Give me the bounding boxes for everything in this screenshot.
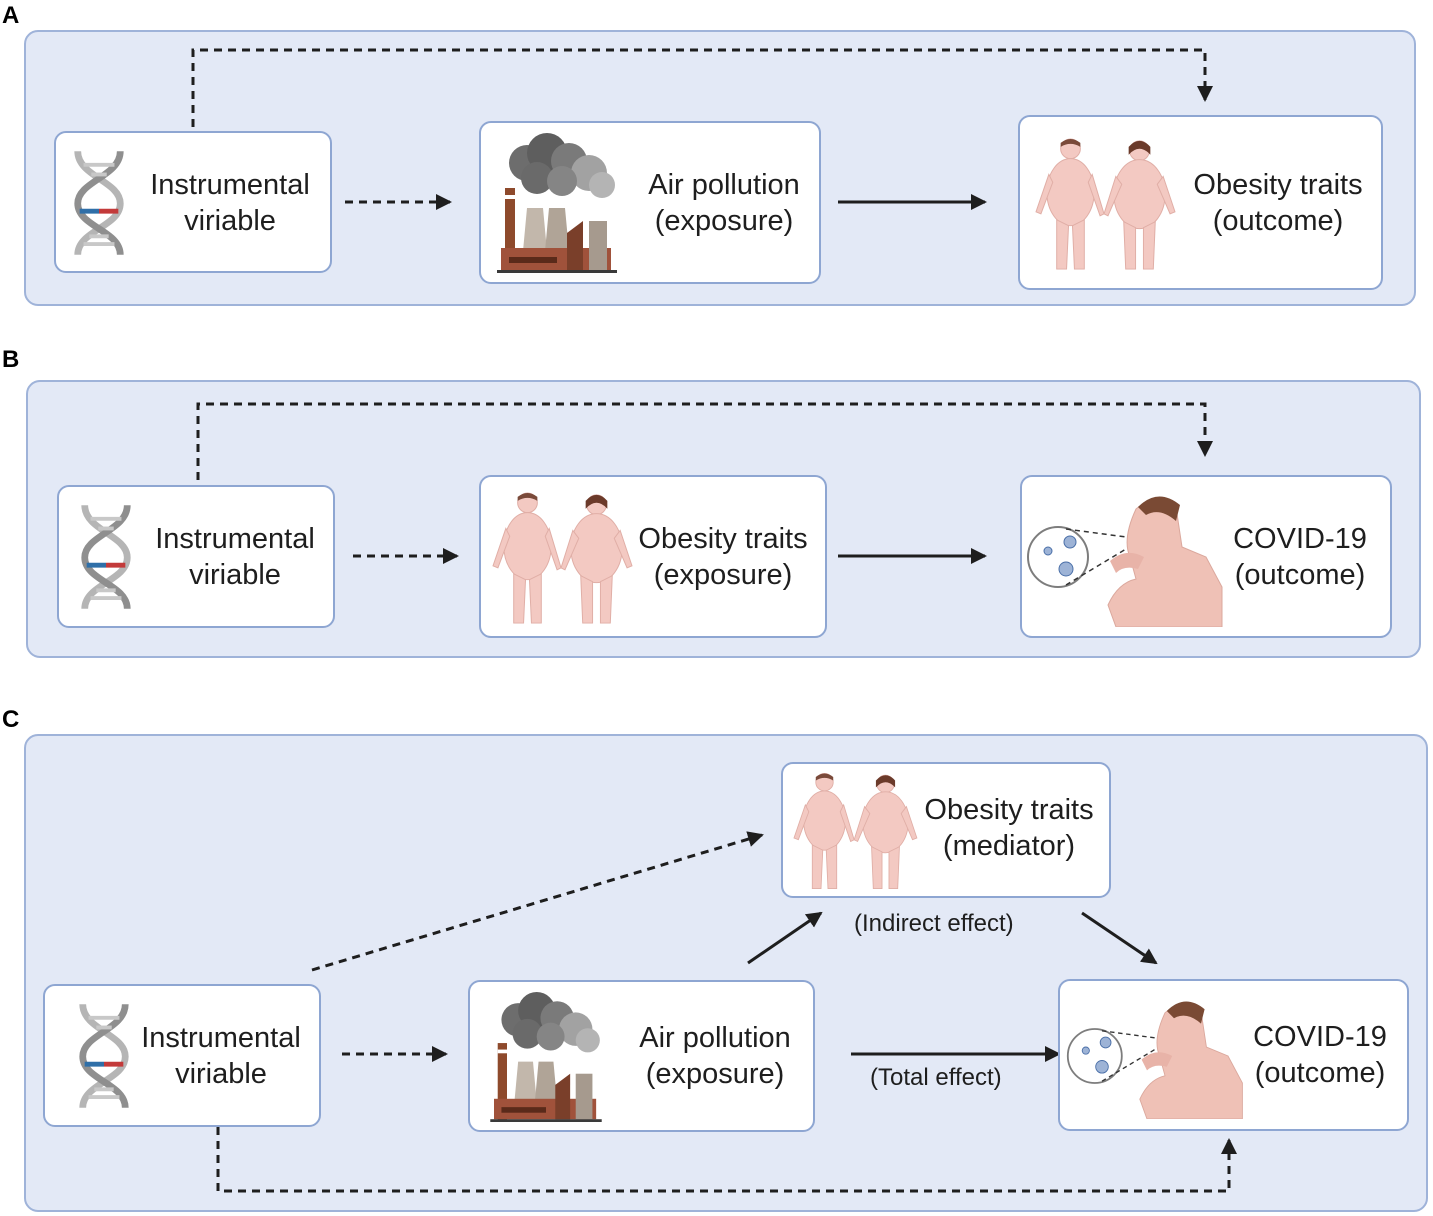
factory-smoke-icon: [497, 133, 617, 273]
arrow-b-iv-outcome-dashed: [196, 402, 1213, 480]
node-b-obesity-exposure-label: Obesity traits(exposure): [638, 523, 808, 591]
node-a-air-pollution-label: Air pollution(exposure): [648, 169, 800, 237]
panel-c: [24, 734, 1428, 1212]
obese-couple-icon: [1030, 135, 1180, 273]
node-c-air-pollution-label: Air pollution(exposure): [639, 1022, 791, 1090]
arrow-c-iv-mediator-dashed: [311, 831, 764, 972]
panel-letter-a: A: [2, 2, 20, 29]
factory-smoke-icon: [490, 992, 602, 1122]
dna-helix-icon: [77, 501, 135, 613]
coughing-man-virus-icon: [1026, 487, 1226, 627]
coughing-man-virus-icon: [1066, 993, 1246, 1119]
dna-helix-icon: [75, 1000, 133, 1112]
node-a-obesity-outcome-label: Obesity traits(outcome): [1193, 169, 1363, 237]
node-b-covid-outcome-label: COVID-19(outcome): [1233, 523, 1367, 591]
node-c-covid-outcome: COVID-19(outcome): [1058, 979, 1409, 1131]
arrow-c-exposure-mediator: [747, 911, 823, 965]
node-b-covid-outcome: COVID-19(outcome): [1020, 475, 1392, 638]
obese-couple-icon: [487, 489, 637, 627]
dna-helix-icon: [70, 147, 128, 259]
panel-letter-b: B: [2, 346, 20, 373]
indirect-effect-label: (Indirect effect): [854, 910, 1014, 937]
node-a-obesity-outcome: Obesity traits(outcome): [1018, 115, 1383, 290]
arrow-a-iv-outcome-dashed: [191, 48, 1213, 127]
panel-letter-c: C: [2, 706, 20, 733]
total-effect-label: (Total effect): [870, 1064, 1002, 1091]
node-c-covid-outcome-label: COVID-19(outcome): [1253, 1021, 1387, 1089]
arrow-c-iv-outcome-dashed: [216, 1127, 1237, 1193]
obese-couple-icon: [789, 770, 921, 892]
node-c-air-pollution: Air pollution(exposure): [468, 980, 815, 1132]
arrow-c-mediator-outcome: [1081, 911, 1158, 965]
node-c-obesity-mediator-label: Obesity traits(mediator): [924, 794, 1094, 862]
node-a-air-pollution: Air pollution(exposure): [479, 121, 821, 284]
node-b-obesity-exposure: Obesity traits(exposure): [479, 475, 827, 638]
node-c-obesity-mediator: Obesity traits(mediator): [781, 762, 1111, 898]
